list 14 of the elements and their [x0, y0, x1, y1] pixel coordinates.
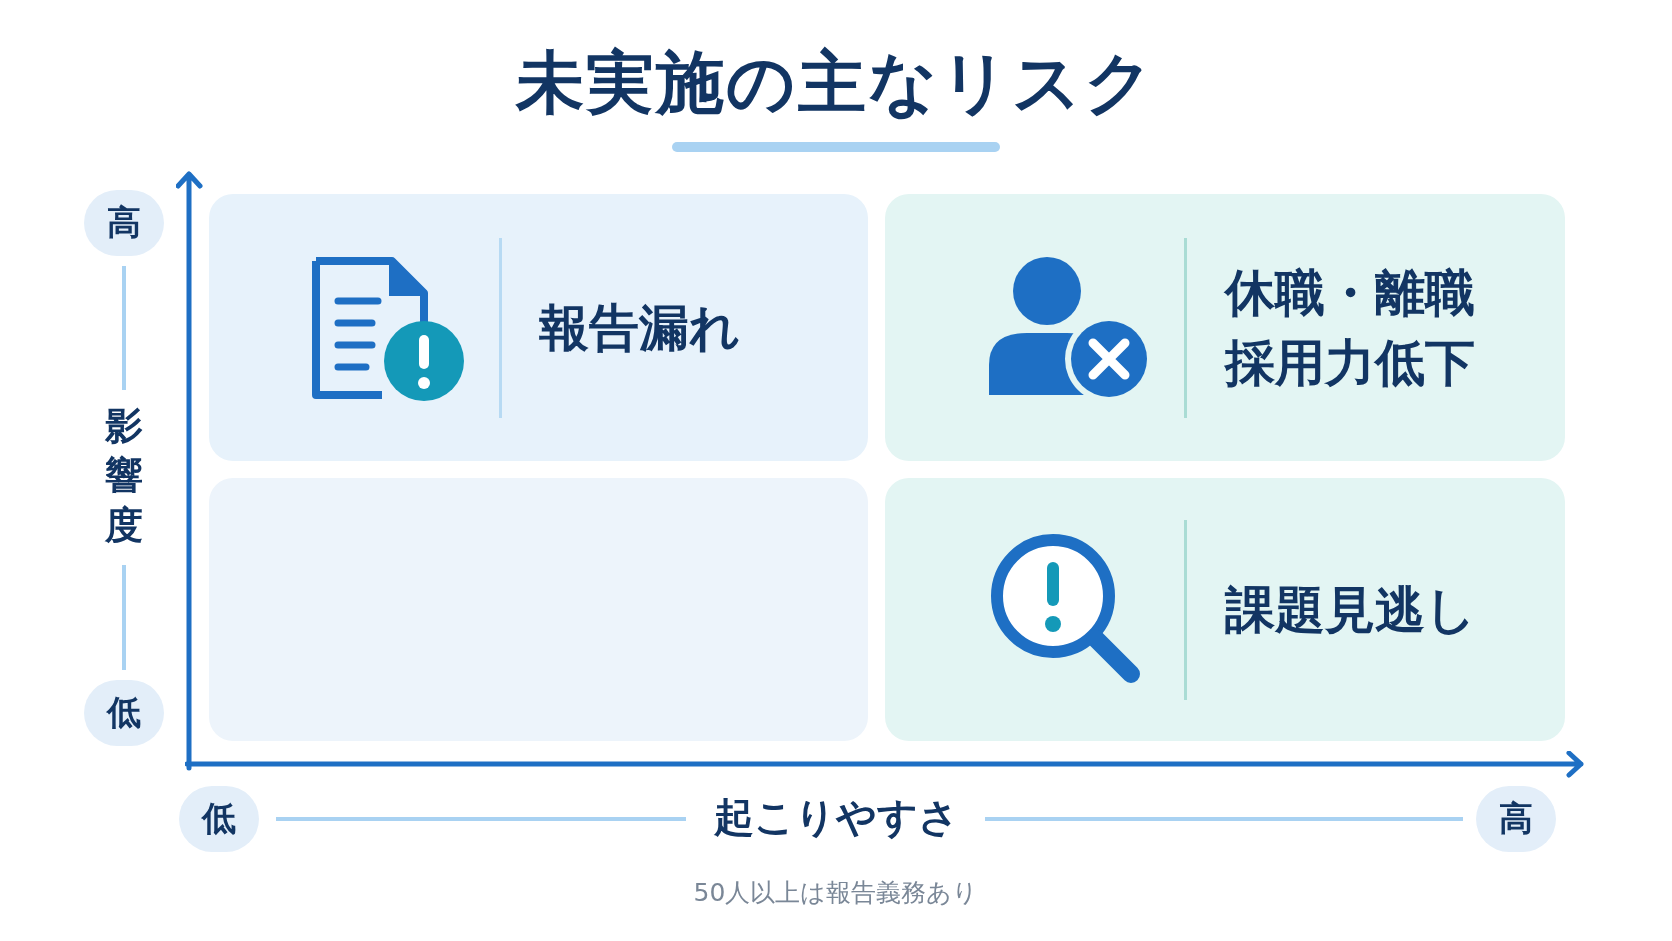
- risk-label: 休職・離職採用力低下: [1225, 262, 1476, 394]
- risk-label: 報告漏れ: [538, 297, 741, 359]
- axis-title: 起こりやすさ: [712, 793, 960, 842]
- axis-level-label: 高: [1476, 786, 1556, 852]
- axis-title: 影響度: [104, 403, 144, 549]
- quadrant-panel: [209, 194, 868, 461]
- title: 未実施の主なリスク: [514, 42, 1157, 124]
- footnote: 50人以上は報告義務あり: [692, 877, 980, 909]
- risk-label: 課題見逃し: [1225, 579, 1477, 641]
- quadrant-panel: [885, 194, 1565, 461]
- axis-level-label: 低: [84, 680, 164, 746]
- axis-level-label: 低: [179, 786, 259, 852]
- axis-level-label: 高: [84, 190, 164, 256]
- quadrant-panel: [885, 478, 1565, 741]
